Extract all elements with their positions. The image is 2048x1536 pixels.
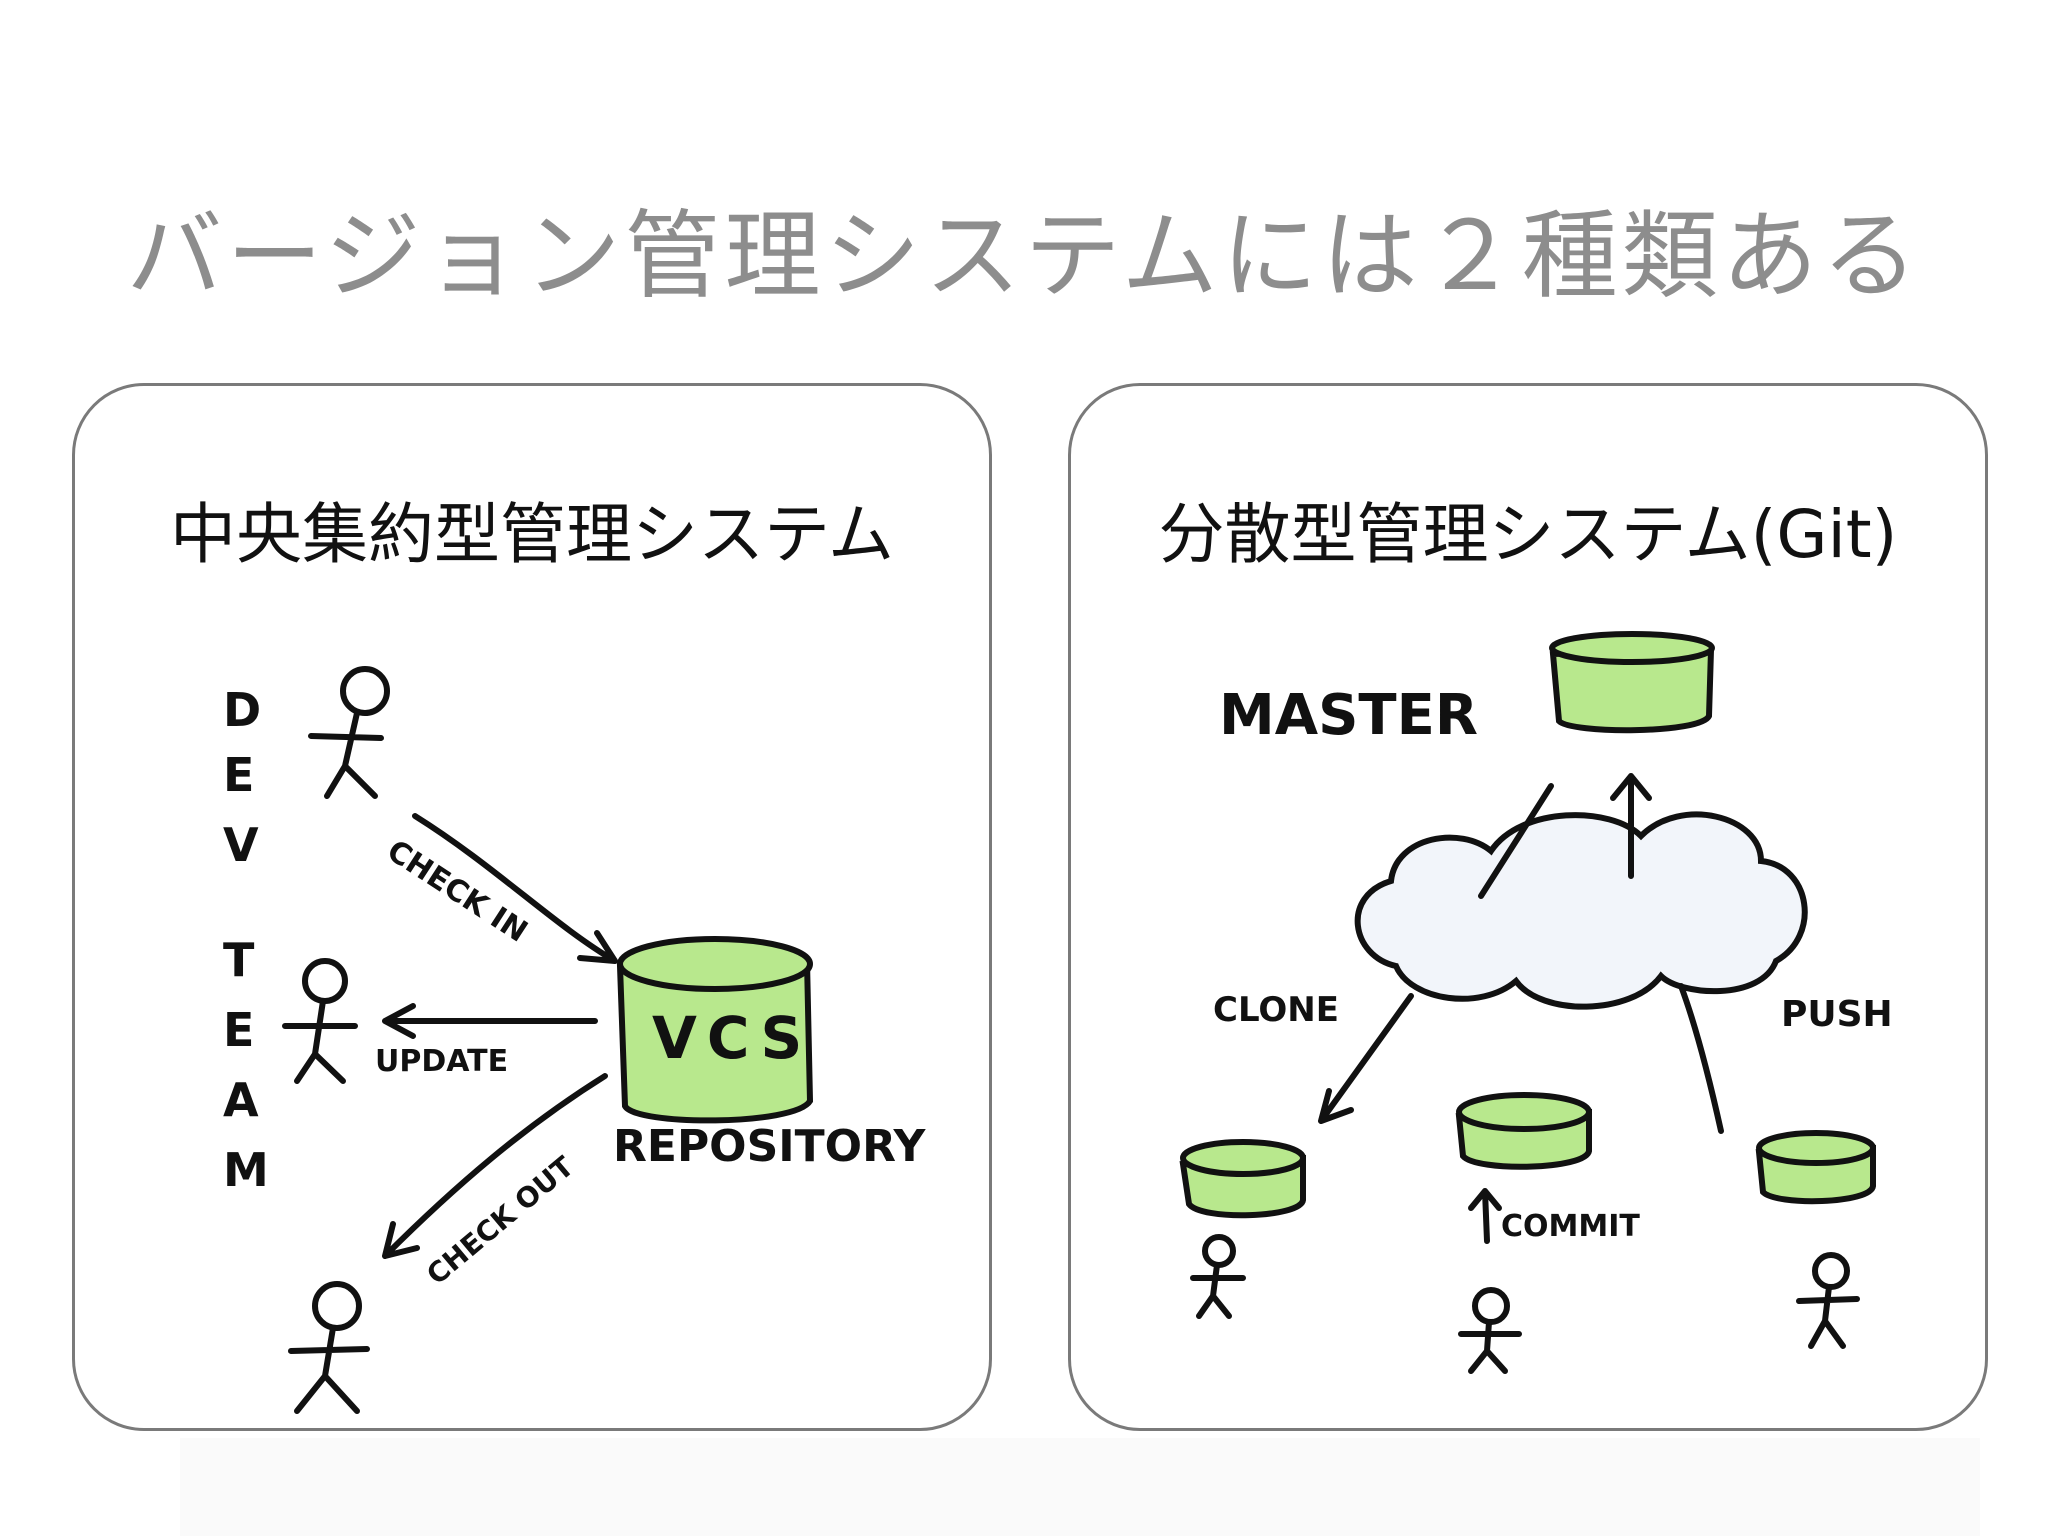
distributed-vcs-title: 分散型管理システム(Git) [1158,496,1898,573]
check-in-arrow [412,813,618,964]
centralized-vcs-panel: 中央集約型管理システム [72,383,992,1431]
commit-arrow [1468,1188,1502,1244]
distributed-vcs-panel: 分散型管理システム(Git) MASTER [1068,383,1988,1431]
push-arrow [1678,983,1724,1134]
team-letter-e: E [223,748,254,802]
developer-figure-middle [1458,1287,1522,1374]
local-repository-icon-2 [1455,1092,1592,1170]
network-cloud-icon [1354,811,1808,1010]
update-label: UPDATE [375,1044,508,1079]
footer-shadow [180,1438,1980,1536]
team-letter-v: V [223,818,259,872]
master-label: MASTER [1219,683,1478,748]
slide-title: バージョン管理システムには２種類ある [126,200,1922,312]
clone-arrow [1318,993,1414,1124]
check-out-arrow [382,1073,608,1259]
master-repository-icon [1549,631,1715,734]
check-in-label: CHECK IN [381,833,534,949]
developer-figure-left [1190,1234,1246,1319]
centralized-vcs-title: 中央集約型管理システム [169,496,895,573]
distributed-vcs-diagram: MASTER [1179,631,1893,1374]
developer-figure-right [1796,1252,1860,1349]
local-repository-icon-1 [1179,1139,1306,1219]
repository-label: REPOSITORY [613,1121,927,1172]
team-letter-t: T [223,933,255,987]
developer-figure-2 [282,958,358,1084]
team-letter-d: D [223,683,261,737]
centralized-vcs-diagram: VCS D E V T E A M CHECK IN UPDATE CHECK … [223,666,927,1414]
master-link-line [1478,783,1554,899]
commit-label: COMMIT [1501,1209,1640,1244]
push-label: PUSH [1781,994,1893,1035]
developer-figure-3 [288,1281,370,1414]
team-letter-m: M [223,1143,269,1197]
vcs-label: VCS [652,1004,812,1072]
update-arrow [382,1003,598,1039]
developer-figure-1 [308,666,390,799]
push-to-master-arrow [1610,773,1652,879]
team-letter-a: A [223,1073,259,1127]
check-out-label: CHECK OUT [420,1150,580,1291]
local-repository-icon-3 [1755,1130,1876,1205]
vcs-repository-icon [616,936,814,1124]
clone-label: CLONE [1213,990,1339,1030]
team-letter-e2: E [223,1003,254,1057]
